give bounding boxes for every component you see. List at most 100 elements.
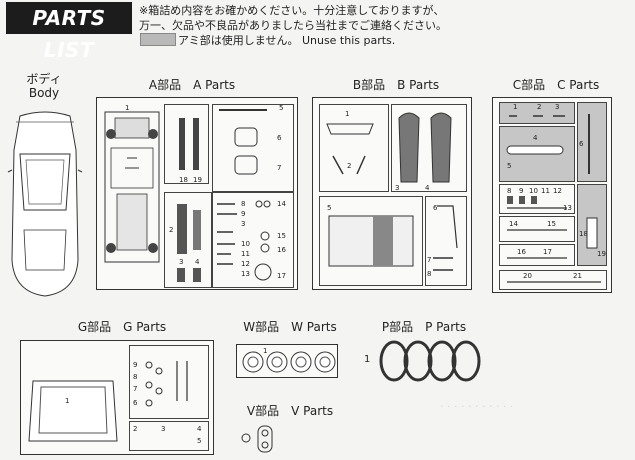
v-parts-drawing (241, 425, 273, 453)
w-parts-runner: 1 (236, 344, 338, 378)
a-parts-cell-8-17 (212, 192, 294, 288)
c-parts-cell-16-17 (499, 244, 575, 266)
a-num-16: 16 (277, 246, 286, 254)
c-num-9: 9 (519, 187, 524, 195)
b-num-8: 8 (427, 270, 432, 278)
b-parts-drawing (326, 112, 458, 271)
b-num-7: 7 (427, 256, 432, 264)
body-label-jp: ボディ (26, 72, 62, 86)
a-num-12: 12 (241, 260, 250, 268)
g-num-7: 7 (133, 385, 138, 393)
a-num-6: 6 (277, 134, 282, 142)
v-parts-label: V部品 V Parts (246, 404, 334, 418)
a-parts-label: A部品 A Parts (148, 78, 236, 92)
b-num-5: 5 (327, 204, 332, 212)
c-parts-cell-14-15 (499, 216, 575, 242)
a-num-7: 7 (277, 164, 282, 172)
note-line-2: 万一、欠品や不良品がありましたら当社までご連絡ください。 (139, 19, 447, 32)
p-parts-tires (379, 340, 481, 382)
c-num-8: 8 (507, 187, 512, 195)
g-num-4: 4 (197, 425, 202, 433)
g-parts-label: G部品 G Parts (77, 320, 167, 334)
a-num-2: 2 (169, 226, 174, 234)
c-parts-cell-20-21 (499, 270, 607, 290)
a-num-9: 9 (241, 210, 246, 218)
body-label-en: Body (28, 86, 60, 100)
a-parts-cell-2-3 (164, 192, 212, 288)
c-parts-cell-6 (577, 102, 607, 182)
c-num-4: 4 (533, 134, 538, 142)
w-num-1: 1 (263, 347, 268, 355)
c-num-6: 6 (579, 140, 584, 148)
a-parts-cell-5-7 (212, 104, 294, 192)
b-parts-cell-3-4 (391, 104, 467, 192)
p-num-1: 1 (364, 354, 371, 365)
g-num-8: 8 (133, 373, 138, 381)
c-parts-cell-1-3 (499, 102, 575, 124)
background-ghost-text: · · · · · · · · · · · (440, 400, 514, 413)
note-line-3: アミ部は使用しません。 Unuse this parts. (178, 34, 396, 47)
c-num-16: 16 (517, 248, 526, 256)
c-parts-drawing (506, 114, 601, 283)
b-parts-runner: 1 2 3 4 5 6 7 8 (312, 97, 472, 290)
a-num-4: 4 (195, 258, 200, 266)
g-num-6: 6 (133, 399, 138, 407)
c-num-11: 11 (541, 187, 550, 195)
body-drawing (7, 111, 83, 297)
a-num-8: 8 (241, 200, 246, 208)
unused-swatch (140, 33, 176, 46)
a-parts-runner: 1 5 6 7 18 19 2 8 9 3 10 11 12 13 14 15 … (96, 97, 298, 290)
b-parts-cell-5 (319, 196, 423, 286)
g-num-3: 3 (161, 425, 166, 433)
a-num-1: 1 (125, 104, 130, 112)
a-num-14: 14 (277, 200, 286, 208)
c-num-12: 12 (553, 187, 562, 195)
c-num-15: 15 (547, 220, 556, 228)
c-num-3: 3 (555, 103, 560, 111)
c-parts-cell-8-13 (499, 184, 575, 214)
c-parts-runner: 1 2 3 4 5 6 8 9 10 11 12 13 14 15 16 17 … (492, 97, 612, 293)
a-num-10: 10 (241, 240, 250, 248)
c-num-19: 19 (597, 250, 606, 258)
g-parts-cell-6-9 (129, 345, 209, 419)
a-num-13: 13 (241, 270, 250, 278)
a-num-19: 19 (193, 176, 202, 184)
p-parts-label: P部品 P Parts (381, 320, 467, 334)
a-parts-drawing (104, 109, 272, 282)
b-parts-label: B部品 B Parts (352, 78, 440, 92)
g-num-5: 5 (197, 437, 202, 445)
g-parts-runner: 1 9 8 7 6 2 3 4 5 (20, 340, 214, 455)
c-num-13: 13 (563, 204, 572, 212)
b-parts-cell-6-8 (425, 196, 467, 286)
g-num-1: 1 (65, 397, 70, 405)
b-num-4: 4 (425, 184, 430, 192)
c-num-5: 5 (507, 162, 512, 170)
a-num-15: 15 (277, 232, 286, 240)
c-num-14: 14 (509, 220, 518, 228)
g-num-9: 9 (133, 361, 138, 369)
b-num-2: 2 (347, 162, 352, 170)
g-parts-drawing (28, 361, 188, 442)
c-num-10: 10 (529, 187, 538, 195)
parts-list-badge: PARTS LIST (6, 2, 132, 62)
c-num-1: 1 (513, 103, 518, 111)
b-parts-cell-1-2 (319, 104, 389, 192)
a-num-11: 11 (241, 250, 250, 258)
a-num-18: 18 (179, 176, 188, 184)
g-num-2: 2 (133, 425, 138, 433)
note-line-1: ※箱詰め内容をお確かめください。十分注意しておりますが、 (139, 4, 445, 17)
c-parts-label: C部品 C Parts (512, 78, 600, 92)
c-num-2: 2 (537, 103, 542, 111)
w-parts-label: W部品 W Parts (243, 320, 337, 334)
w-parts-wheels (242, 351, 336, 373)
b-num-3: 3 (395, 184, 400, 192)
c-num-18: 18 (579, 230, 588, 238)
a-num-3: 3 (179, 258, 184, 266)
c-num-20: 20 (523, 272, 532, 280)
c-num-21: 21 (573, 272, 582, 280)
a-num-3b: 3 (241, 220, 246, 228)
g-parts-cell-2-5 (129, 421, 209, 451)
b-num-6: 6 (433, 204, 438, 212)
b-num-1: 1 (345, 110, 350, 118)
c-num-17: 17 (543, 248, 552, 256)
